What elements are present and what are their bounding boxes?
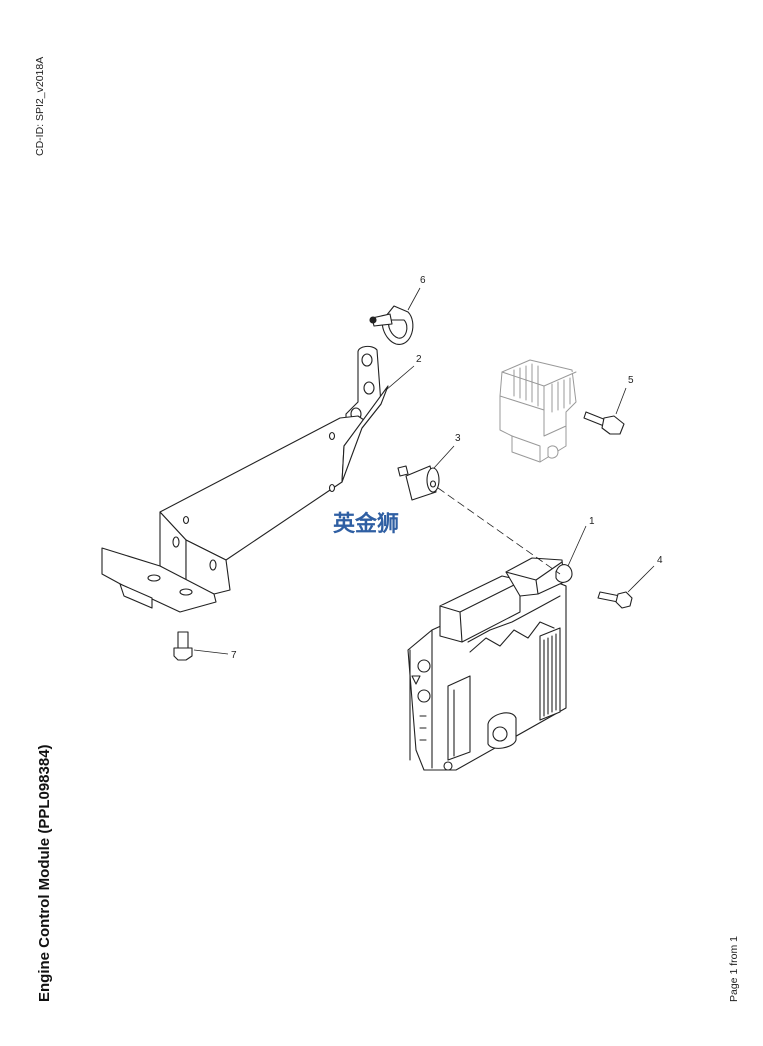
base-bolt bbox=[173, 631, 193, 661]
watermark-text: 英金狮 bbox=[333, 511, 399, 537]
relay-bolt bbox=[583, 411, 625, 435]
callout-numbers: 1 2 3 4 5 6 7 bbox=[231, 275, 663, 661]
leader-lines bbox=[193, 287, 655, 655]
callout-1: 1 bbox=[589, 516, 595, 527]
module-bolt bbox=[597, 591, 633, 609]
callout-2: 2 bbox=[416, 354, 422, 365]
rubber-mount bbox=[397, 465, 440, 501]
callout-5: 5 bbox=[628, 375, 634, 386]
callout-3: 3 bbox=[455, 433, 461, 444]
engine-control-module bbox=[407, 557, 573, 771]
callout-7: 7 bbox=[231, 650, 237, 661]
callout-6: 6 bbox=[420, 275, 426, 286]
mounting-bracket bbox=[101, 345, 389, 613]
cable-clip bbox=[369, 305, 414, 345]
relay bbox=[499, 359, 577, 463]
callout-4: 4 bbox=[657, 555, 663, 566]
